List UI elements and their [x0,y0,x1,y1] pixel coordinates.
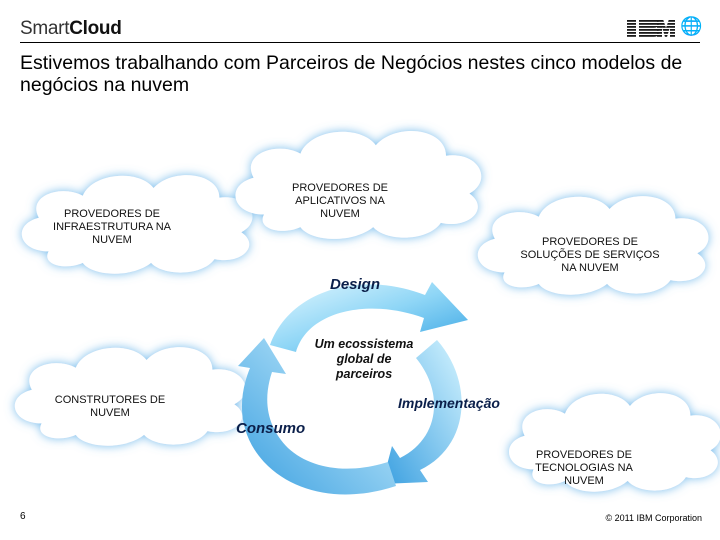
slide-title: Estivemos trabalhando com Parceiros de N… [20,52,683,96]
cloud-builders-label: CONSTRUTORES DE NUVEM [54,394,166,419]
copyright: © 2011 IBM Corporation [605,513,702,523]
brand-smart: Smart [20,18,70,39]
arrow-consumo [238,338,396,495]
cloud-infra [21,175,253,274]
cycle-label-consumo: Consumo [236,420,306,437]
cloud-tech-label: PROVEDORES DE TECNOLOGIAS NA NUVEM [535,449,633,487]
globe-icon: 🌐 [680,16,703,36]
page-number: 6 [20,511,26,522]
cloud-services-label: PROVEDORES DE SOLUÇÕES DE SERVIÇOS NA NU… [520,236,660,274]
arrow-design [270,282,468,352]
ecosystem-center-label: Um ecossistema global de parceiros [314,337,414,381]
cloud-builders [14,347,246,446]
ibm-logo [627,19,675,37]
cloud-services [477,196,709,295]
header-divider [20,42,700,43]
cycle-label-design: Design [330,276,381,293]
cycle-arrows [238,282,468,495]
cloud-tech [509,393,720,492]
smartcloud-logo: SmartCloud [20,18,122,40]
cloud-apps-label: PROVEDORES DE APLICATIVOS NA NUVEM [292,182,388,220]
cycle-label-implementacao: Implementação [398,395,500,411]
cloud-infra-label: PROVEDORES DE INFRAESTRUTURA NA NUVEM [53,208,171,246]
cloud-apps [235,131,482,239]
arrow-implementacao [382,340,462,484]
brand-cloud: Cloud [69,18,122,39]
